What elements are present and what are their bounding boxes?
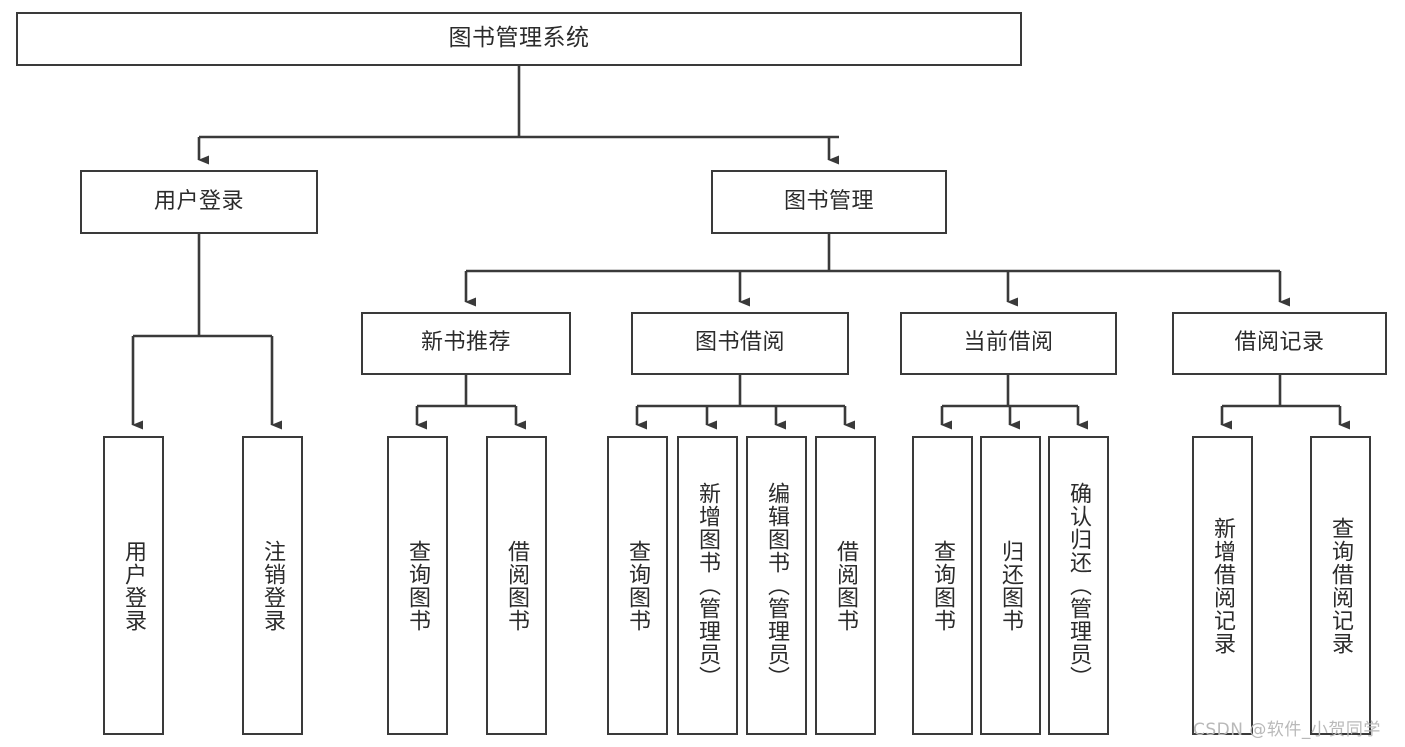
node-label: 确认归还（管理员）	[1066, 482, 1092, 689]
node-label: 查询图书	[625, 539, 651, 632]
node-user-login[interactable]: 用户登录	[80, 170, 318, 234]
node-label: 当前借阅	[963, 330, 1054, 356]
node-root-book-management-system[interactable]: 图书管理系统	[16, 12, 1022, 66]
leaf-confirm-return-admin[interactable]: 确认归还（管理员）	[1048, 436, 1109, 735]
leaf-query-borrow-record[interactable]: 查询借阅记录	[1310, 436, 1371, 735]
node-label: 查询图书	[930, 539, 956, 632]
node-label: 新增图书（管理员）	[695, 482, 721, 689]
leaf-add-book-admin[interactable]: 新增图书（管理员）	[677, 436, 738, 735]
node-label: 查询借阅记录	[1328, 516, 1354, 655]
node-label: 新书推荐	[420, 330, 511, 356]
leaf-query-book-newbook[interactable]: 查询图书	[387, 436, 448, 735]
node-label: 借阅记录	[1234, 330, 1325, 356]
node-label: 借阅图书	[504, 539, 530, 632]
node-label: 用户登录	[121, 539, 147, 632]
node-label: 图书管理	[783, 188, 874, 214]
leaf-user-login[interactable]: 用户登录	[103, 436, 164, 735]
leaf-query-book-current[interactable]: 查询图书	[912, 436, 973, 735]
csdn-watermark: CSDN @软件_小贺同学	[1193, 720, 1381, 740]
leaf-borrow-book-newbook[interactable]: 借阅图书	[486, 436, 547, 735]
node-book-management[interactable]: 图书管理	[711, 170, 947, 234]
leaf-return-book[interactable]: 归还图书	[980, 436, 1041, 735]
node-label: 借阅图书	[833, 539, 859, 632]
leaf-edit-book-admin[interactable]: 编辑图书（管理员）	[746, 436, 807, 735]
node-label: 查询图书	[405, 539, 431, 632]
node-label: 编辑图书（管理员）	[764, 482, 790, 689]
node-label: 图书借阅	[694, 330, 785, 356]
node-current-borrow[interactable]: 当前借阅	[900, 312, 1117, 375]
node-label: 归还图书	[998, 539, 1024, 632]
leaf-borrow-book[interactable]: 借阅图书	[815, 436, 876, 735]
node-borrow-record[interactable]: 借阅记录	[1172, 312, 1387, 375]
node-label: 新增借阅记录	[1210, 516, 1236, 655]
leaf-logout[interactable]: 注销登录	[242, 436, 303, 735]
node-label: 注销登录	[260, 539, 286, 632]
node-new-book-recommend[interactable]: 新书推荐	[361, 312, 571, 375]
node-book-borrow[interactable]: 图书借阅	[631, 312, 849, 375]
leaf-query-book-borrow[interactable]: 查询图书	[607, 436, 668, 735]
node-label: 图书管理系统	[448, 25, 590, 52]
node-label: 用户登录	[153, 188, 244, 214]
leaf-add-borrow-record[interactable]: 新增借阅记录	[1192, 436, 1253, 735]
